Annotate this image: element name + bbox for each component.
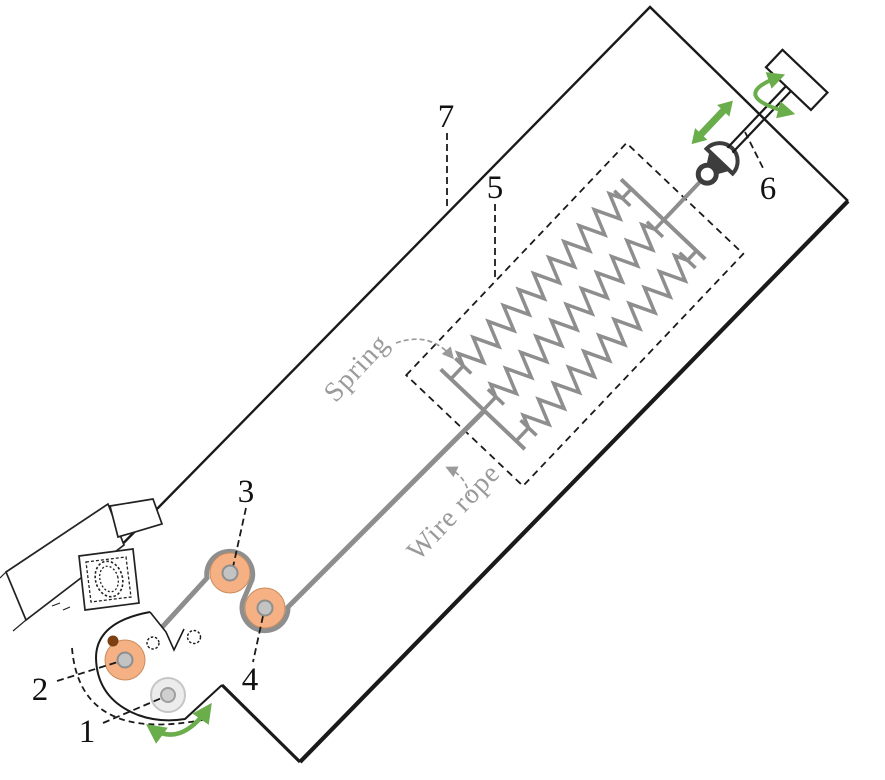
spring-assembly	[404, 48, 830, 488]
part-label-1: 1	[79, 714, 96, 750]
part-label-6: 6	[760, 171, 777, 207]
arm-sketch-beam	[4, 502, 126, 622]
arm-slot-ellipse-inner	[99, 565, 119, 593]
leader-line-3	[232, 507, 247, 568]
pulley-mount-plate-notch	[149, 611, 185, 652]
swing-range-dashed-arc	[71, 647, 208, 726]
arm-sketch-hatch	[0, 571, 71, 632]
part-label-2: 2	[32, 672, 49, 708]
wire-rope-pointer-arrow	[445, 466, 470, 497]
part-label-7: 7	[438, 99, 455, 135]
part-label-3: 3	[238, 474, 255, 510]
linear-motion-arrow-icon	[691, 100, 733, 145]
arm-bracket-inner	[85, 556, 132, 603]
pulley-4-hub	[256, 599, 274, 617]
pull-rod	[662, 179, 703, 222]
arm-slot-ellipse-outer	[94, 560, 124, 598]
leader-line-4	[252, 615, 264, 663]
board-surface	[100, 7, 848, 762]
board-edge-top	[99, 5, 849, 568]
pulley-mount-plate	[96, 612, 222, 721]
arm-sketch	[0, 498, 164, 632]
part-label-4: 4	[242, 662, 259, 698]
leader-line-2	[56, 660, 122, 682]
shackle-bow	[703, 141, 740, 177]
arm-bracket	[78, 548, 140, 611]
swing-arrow-icon	[146, 702, 212, 744]
rotation-arrow-icon	[753, 72, 796, 119]
board-edge-bottom-notch	[220, 683, 302, 764]
arm-sketch-flap	[108, 498, 164, 539]
leader-line-6	[744, 131, 764, 169]
board-edge-right	[298, 199, 850, 764]
leader-line-1	[102, 696, 165, 724]
pulley-1-hub	[160, 687, 176, 703]
plate-bolt-hole-2	[186, 629, 202, 645]
plate-bolt-hole-1	[146, 636, 160, 650]
pulley-2-hub	[116, 651, 134, 669]
pulley-3-hub	[221, 564, 239, 582]
rope-anchor-dot	[107, 635, 119, 647]
part-label-5: 5	[487, 170, 504, 206]
